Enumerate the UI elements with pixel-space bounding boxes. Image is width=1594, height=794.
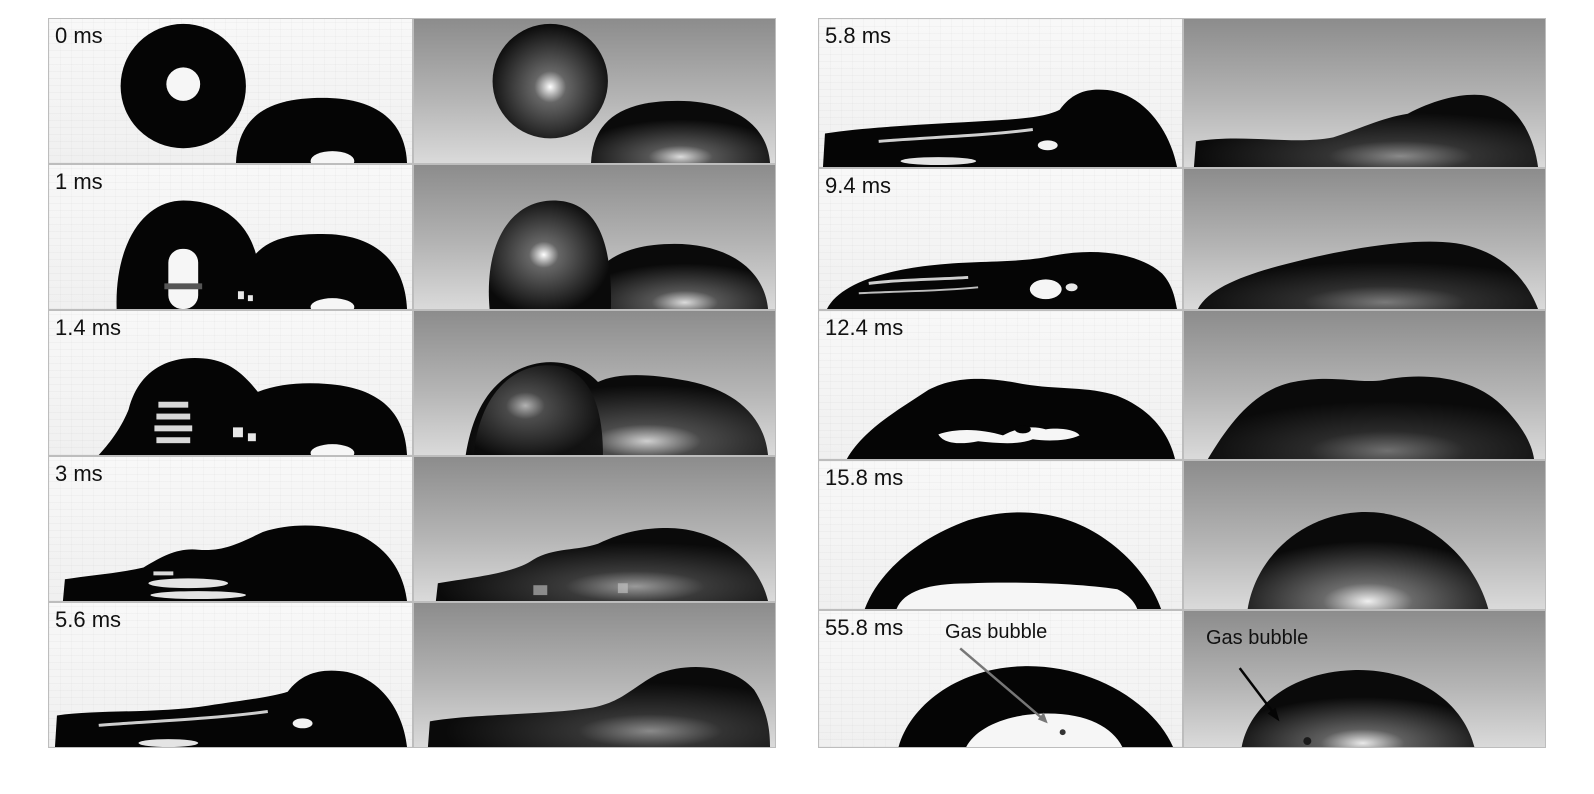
side-view-frame-3ms: 3 ms [48, 456, 413, 602]
side-view-frame-9.4ms: 9.4 ms [818, 168, 1183, 310]
droplet-silhouette [54, 670, 408, 747]
side-view-frame-0ms: 0 ms [48, 18, 413, 164]
front-view-frame-5.6ms [413, 602, 776, 748]
droplet-silhouette [898, 647, 1174, 747]
droplet-silhouette [864, 512, 1162, 609]
droplet-silhouette [62, 525, 408, 601]
side-view-frame-5.8ms: 5.8 ms [818, 18, 1183, 168]
side-view-frame-1.4ms: 1.4 ms [48, 310, 413, 456]
droplet-silhouette [1238, 667, 1475, 747]
time-label: 0 ms [55, 23, 103, 48]
time-label: 5.6 ms [55, 607, 122, 632]
gas-bubble-annotation: Gas bubble [1206, 627, 1309, 649]
droplet-silhouette [826, 252, 1178, 309]
front-view-frame-9.4ms [1183, 168, 1546, 310]
front-view-frame-15.8ms [1183, 460, 1546, 610]
front-view-frame-5.8ms [1183, 18, 1546, 168]
time-label: 12.4 ms [825, 315, 904, 340]
droplet-silhouette [465, 362, 769, 455]
front-view-frame-0ms [413, 18, 776, 164]
front-view-frame-1ms [413, 164, 776, 310]
droplet-silhouette [1207, 376, 1535, 459]
front-view-frame-1.4ms [413, 310, 776, 456]
droplet-silhouette [98, 357, 408, 455]
droplet-silhouette [1247, 512, 1489, 609]
droplet-silhouette [822, 89, 1178, 167]
time-label: 55.8 ms [825, 615, 904, 640]
time-label: 9.4 ms [825, 173, 892, 198]
front-view-frame-55.8ms: Gas bubble [1183, 610, 1546, 748]
time-label: 5.8 ms [825, 23, 892, 48]
front-view-frame-3ms [413, 456, 776, 602]
droplet-silhouette [846, 378, 1176, 459]
droplet-silhouette [435, 528, 769, 601]
side-view-frame-12.4ms: 12.4 ms [818, 310, 1183, 460]
droplet-silhouette [427, 667, 771, 747]
side-view-frame-15.8ms: 15.8 ms [818, 460, 1183, 610]
time-label: 1 ms [55, 169, 103, 194]
droplet-silhouette [120, 23, 408, 163]
time-label: 1.4 ms [55, 315, 122, 340]
droplet-silhouette [1197, 241, 1539, 309]
time-label: 3 ms [55, 461, 103, 486]
side-view-frame-5.6ms: 5.6 ms [48, 602, 413, 748]
droplet-silhouette [492, 23, 771, 163]
droplet-silhouette [488, 200, 769, 309]
time-label: 15.8 ms [825, 465, 904, 490]
side-view-frame-55.8ms: 55.8 ms Gas bubble [818, 610, 1183, 748]
droplet-silhouette [116, 200, 408, 309]
side-view-frame-1ms: 1 ms [48, 164, 413, 310]
gas-bubble-annotation: Gas bubble [945, 621, 1048, 643]
front-view-frame-12.4ms [1183, 310, 1546, 460]
droplet-silhouette [1193, 94, 1539, 167]
